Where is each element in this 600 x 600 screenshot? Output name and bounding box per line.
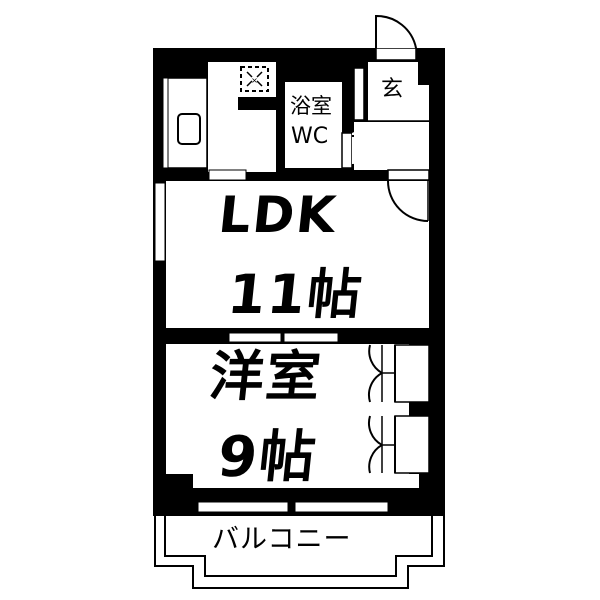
shoe-closet [353, 67, 365, 121]
balcony-label: バルコニー [212, 524, 352, 555]
ldk-room [166, 181, 429, 328]
ldk-door-frame [387, 169, 430, 181]
bath-wc-room [285, 82, 342, 168]
sink-icon [162, 77, 208, 169]
western-room-size-label: 9帖 [214, 425, 321, 490]
western-room [166, 344, 409, 474]
ldk-name-label: LDK [215, 186, 341, 244]
bath-door-frame [341, 132, 353, 169]
western-room-name-label: 洋室 [206, 345, 326, 408]
sliding-door-icon [228, 332, 339, 343]
closet-upper [367, 344, 430, 403]
ldk-size-label: 11帖 [224, 263, 367, 326]
svg-text:×: × [251, 76, 258, 85]
stove-icon: × [240, 66, 269, 92]
entrance-label: 玄 [381, 77, 404, 102]
balcony-window-icon [197, 501, 389, 513]
kitchen-counter-block [238, 97, 283, 110]
balcony-outline [154, 516, 445, 589]
closet-lower [367, 415, 430, 474]
kitchen-opening [208, 169, 247, 181]
wc-label: WC [291, 124, 329, 149]
bath-label: 浴室 [290, 94, 332, 118]
entrance-room [368, 62, 418, 121]
ldk-window [154, 182, 166, 262]
entrance-door-icon [375, 14, 417, 61]
ldk-door-icon [387, 180, 429, 222]
hallway [354, 122, 429, 170]
